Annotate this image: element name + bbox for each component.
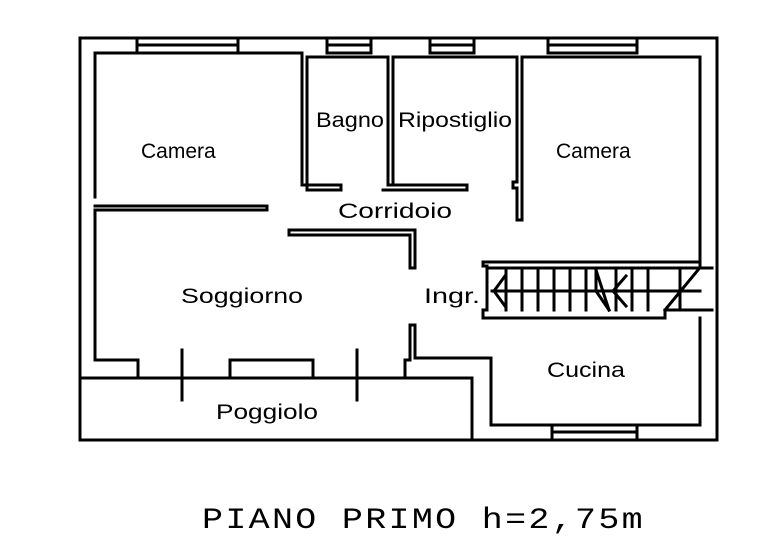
room-label-cucina: Cucina (547, 359, 625, 382)
room-label-poggiolo: Poggiolo (216, 401, 318, 424)
outer-wall (78, 36, 719, 442)
plan-title: PIANO PRIMO h=2,75m (202, 504, 645, 538)
room-label-camera-right: Camera (556, 140, 631, 163)
room-label-camera-left: Camera (141, 140, 216, 163)
room-label-soggiorno: Soggiorno (181, 285, 303, 308)
staircase (481, 260, 714, 320)
room-label-corridoio: Corridoio (338, 200, 452, 223)
window-bottom (550, 423, 639, 442)
windows-top (135, 36, 639, 55)
room-label-ingresso: Ingr. (424, 285, 480, 308)
room-label-bagno: Bagno (316, 109, 384, 132)
room-label-ripostiglio: Ripostiglio (398, 109, 512, 132)
